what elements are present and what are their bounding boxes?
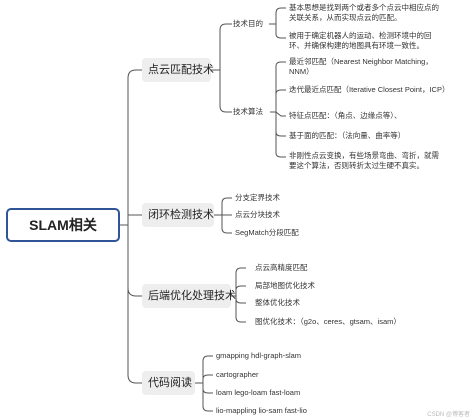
leaf-item: 局部地图优化技术	[255, 281, 315, 290]
root-label: SLAM相关	[29, 217, 97, 233]
link-group-1	[219, 23, 232, 70]
link-cat-2	[127, 214, 142, 225]
group-label-algorithms: 技术算法	[233, 107, 263, 116]
leaf-item: SegMatch分段匹配	[235, 228, 299, 237]
leaf-item: 点云高精度匹配	[255, 263, 308, 272]
leaf-item: 迭代最近点匹配（Iterative Closest Point，ICP）	[289, 85, 450, 94]
leaf-item: 最近邻匹配（Nearest Neighbor Matching，NNM）	[289, 57, 433, 76]
leaf-item: 基本思想是找到两个或者多个点云中相应点的关联关系，从而实现点云的匹配。	[289, 3, 439, 22]
category-node-code-reading: 代码阅读	[142, 371, 195, 395]
category-label: 闭环检测技术	[148, 209, 214, 221]
category-label: 后端优化处理技术	[148, 290, 236, 302]
leaf-item: loam lego-loam fast-loam	[216, 388, 301, 397]
category-label: 代码阅读	[148, 377, 192, 389]
leaf-item: 图优化技术：（g2o、ceres、gtsam、isam）	[255, 317, 401, 326]
link-group-2	[219, 70, 232, 113]
link-cat-4	[127, 225, 142, 384]
root-node-slam: SLAM相关	[6, 208, 120, 242]
leaf-item: 点云分块技术	[235, 210, 280, 219]
leaf-item: 整体优化技术	[255, 298, 300, 307]
leaf-item: 非刚性点云变换，有些场景弯曲、弯折，就需要这个算法，否则转折太过生硬不真实。	[289, 151, 439, 170]
category-node-loop-closure: 闭环检测技术	[142, 203, 214, 227]
leaf-item: 特征点匹配：（角点、边缘点等）、	[289, 111, 402, 120]
leaf-item: 被用于确定机器人的运动、检测环境中的回环、并确保构建的地图具有环境一致性。	[289, 31, 432, 50]
leaf-item: gmapping hdl-graph-slam	[216, 351, 302, 360]
group-label-purpose: 技术目的	[233, 19, 263, 28]
leaf-item: lio-mappling lio-sam fast-lio	[216, 406, 307, 415]
leaf-item: 分支定界技术	[235, 193, 280, 202]
link-cat-1	[127, 69, 142, 225]
category-node-backend-optimization: 后端优化处理技术	[142, 284, 236, 308]
category-node-point-cloud-matching: 点云匹配技术	[142, 58, 214, 82]
watermark: CSDN @博客者	[427, 412, 470, 418]
leaf-item: cartographer	[216, 370, 259, 379]
category-label: 点云匹配技术	[148, 64, 214, 76]
leaf-item: 基于面的匹配：（法向量、曲率等）	[289, 131, 406, 140]
link-cat-3	[127, 225, 142, 297]
